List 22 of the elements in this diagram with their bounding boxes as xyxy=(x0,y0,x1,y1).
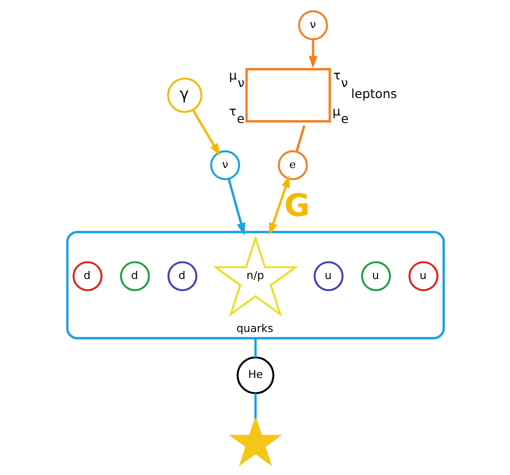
node-circle: u xyxy=(408,261,438,292)
arrow xyxy=(227,178,245,236)
node-label: leptons xyxy=(350,86,396,102)
connector xyxy=(254,338,256,358)
edge-label: G xyxy=(284,188,310,224)
arrow xyxy=(191,109,220,156)
node-circle: u xyxy=(313,261,344,292)
node-circle: He xyxy=(236,356,274,394)
node-circle: d xyxy=(72,261,102,292)
node-circle: d xyxy=(120,261,150,292)
arrow xyxy=(308,40,317,68)
node-circle: u xyxy=(360,261,390,292)
node-circle: e xyxy=(277,150,308,180)
node-circle: ν xyxy=(210,150,240,180)
connector xyxy=(254,393,256,418)
connector xyxy=(295,125,305,152)
node-box xyxy=(244,68,330,122)
node-circle: d xyxy=(166,261,197,292)
node-circle: ν xyxy=(298,10,328,40)
node-star xyxy=(228,416,282,466)
node-circle: γ xyxy=(166,78,202,113)
arrow xyxy=(268,175,290,236)
